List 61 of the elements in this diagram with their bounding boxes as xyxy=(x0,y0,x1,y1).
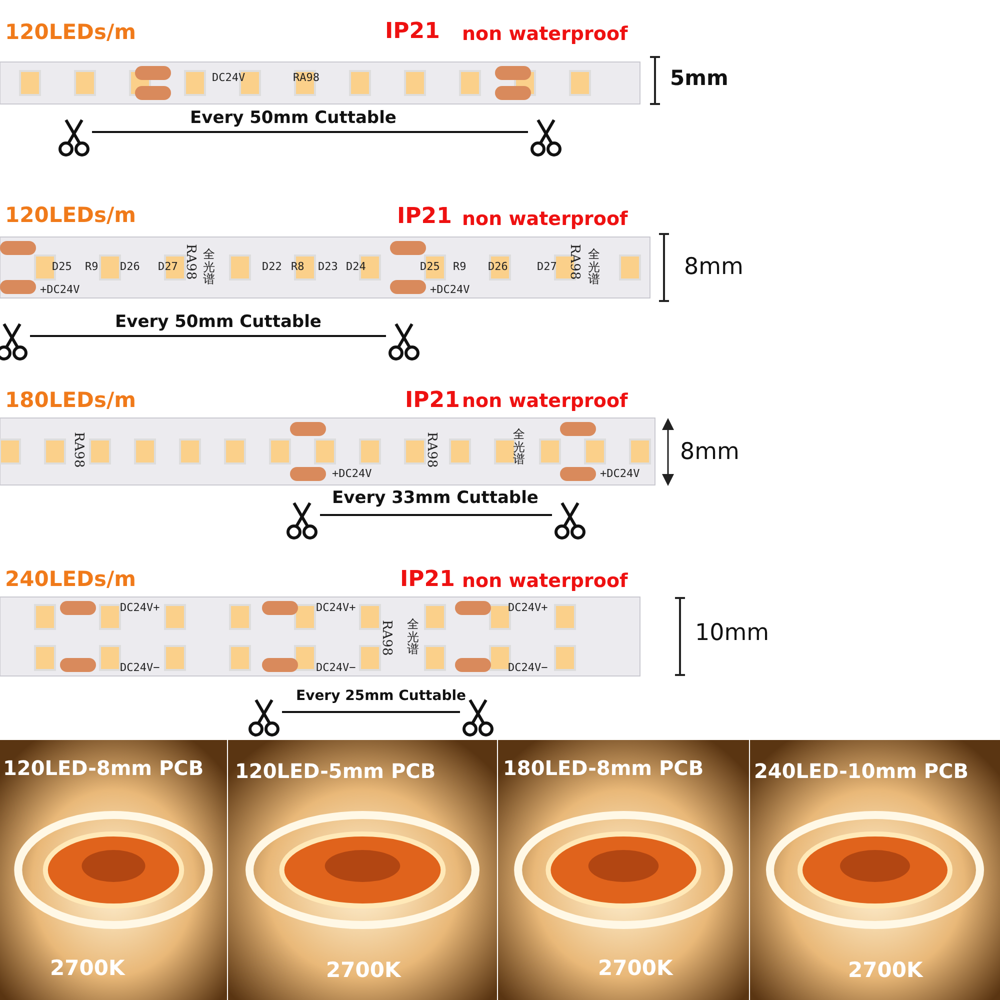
strip-marking: 全光谱 xyxy=(407,618,420,656)
strip-marking: DC24V− xyxy=(120,662,160,673)
color-temperature-text: 2700K xyxy=(50,958,125,979)
strip-type-title: 180LED-8mm PCB xyxy=(503,758,704,778)
strip-marking: +DC24V xyxy=(430,284,470,295)
strip-type-title: 120LED-5mm PCB xyxy=(235,761,436,781)
width-text: 8mm xyxy=(680,441,740,464)
strip-marking: +DC24V xyxy=(40,284,80,295)
cut-spacing-text: Every 25mm Cuttable xyxy=(296,689,466,703)
waterproof-note: non waterproof xyxy=(462,392,628,411)
leds-per-meter-text: 120LEDs/m xyxy=(5,205,136,226)
strip-marking: RA98 xyxy=(568,244,581,280)
strip-marking: RA98 xyxy=(72,432,85,468)
strip-marking: D26 xyxy=(488,261,508,272)
color-temperature-text: 2700K xyxy=(848,960,923,981)
strip-marking: D23 xyxy=(318,261,338,272)
cut-spacing-text: Every 50mm Cuttable xyxy=(190,110,396,127)
strip-marking: DC24V− xyxy=(316,662,356,673)
strip-marking: RA98 xyxy=(293,72,320,83)
strip-marking: D22 xyxy=(262,261,282,272)
ip-rating-text: IP21 xyxy=(405,390,460,412)
strip-type-title: 120LED-8mm PCB xyxy=(3,758,204,778)
strip-marking: DC24V+ xyxy=(508,602,548,613)
waterproof-note: non waterproof xyxy=(462,572,628,591)
strip-marking: D24 xyxy=(346,261,366,272)
ip-rating-text: IP21 xyxy=(397,206,452,228)
waterproof-note: non waterproof xyxy=(462,25,628,44)
cut-spacing-text: Every 33mm Cuttable xyxy=(332,490,538,507)
color-temperature-text: 2700K xyxy=(598,958,673,979)
strip-marking: D27 xyxy=(537,261,557,272)
strip-marking: DC24V xyxy=(212,72,246,83)
strip-marking: D26 xyxy=(120,261,140,272)
strip-marking: 全光谱 xyxy=(588,248,601,286)
leds-per-meter-text: 180LEDs/m xyxy=(5,390,136,411)
strip-marking: D27 xyxy=(158,261,178,272)
strip-marking: D25 xyxy=(420,261,440,272)
strip-marking: DC24V+ xyxy=(316,602,356,613)
strip-marking: +DC24V xyxy=(600,468,640,479)
strip-marking: DC24V− xyxy=(508,662,548,673)
ip-rating-text: IP21 xyxy=(385,21,440,43)
width-text: 5mm xyxy=(670,68,728,89)
strip-marking: RA98 xyxy=(380,620,393,656)
strip-marking: RA98 xyxy=(184,244,197,280)
strip-marking: R9 xyxy=(453,261,466,272)
ip-rating-text: IP21 xyxy=(400,569,455,591)
strip-marking: R9 xyxy=(85,261,98,272)
strip-type-title: 240LED-10mm PCB xyxy=(754,761,968,781)
strip-marking: +DC24V xyxy=(332,468,372,479)
width-text: 8mm xyxy=(684,256,744,279)
strip-marking: 全光谱 xyxy=(513,428,526,466)
strip-marking: DC24V+ xyxy=(120,602,160,613)
waterproof-note: non waterproof xyxy=(462,210,628,229)
strip-marking: RA98 xyxy=(425,432,438,468)
width-text: 10mm xyxy=(695,622,770,645)
strip-marking: D25 xyxy=(52,261,72,272)
strip-marking: 全光谱 xyxy=(203,248,216,286)
cut-spacing-text: Every 50mm Cuttable xyxy=(115,314,322,331)
leds-per-meter-text: 120LEDs/m xyxy=(5,22,136,43)
strip-marking: R8 xyxy=(291,261,304,272)
color-temperature-text: 2700K xyxy=(326,960,401,981)
leds-per-meter-text: 240LEDs/m xyxy=(5,569,136,590)
